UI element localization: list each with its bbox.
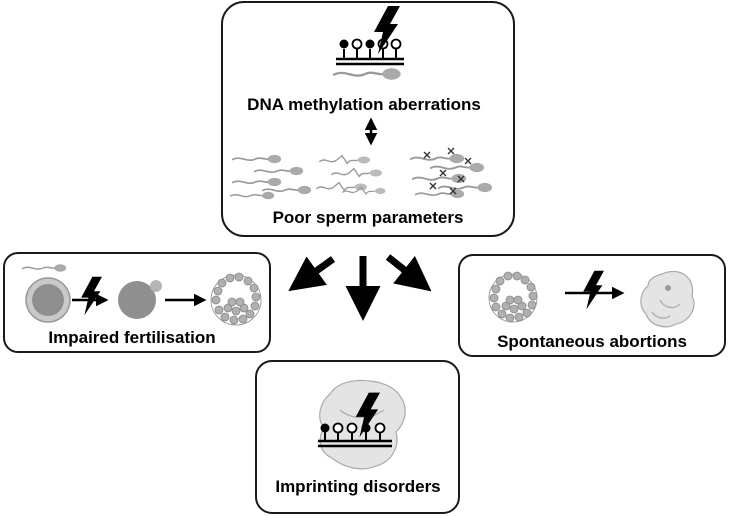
bottom-box-label: Imprinting disorders — [275, 477, 440, 496]
left-box: Impaired fertilisation — [3, 252, 271, 353]
top-box-frame — [221, 1, 515, 237]
outcome-arrows — [288, 254, 432, 321]
arrow-to-right — [385, 254, 432, 292]
zygote-icon — [118, 280, 162, 319]
top-box: DNA methylation aberrations — [221, 1, 515, 237]
top-box-title: DNA methylation aberrations — [247, 95, 481, 114]
top-box-subtitle: Poor sperm parameters — [273, 208, 464, 227]
blastocyst-icon — [210, 272, 262, 326]
sperm-group-damaged — [410, 147, 493, 200]
left-box-label: Impaired fertilisation — [48, 328, 215, 347]
oocyte-icon — [25, 277, 71, 323]
right-box-label: Spontaneous abortions — [497, 332, 687, 351]
right-box: Spontaneous abortions — [458, 254, 726, 357]
bottom-box: Imprinting disorders — [255, 360, 460, 514]
embryo-icon — [640, 270, 695, 328]
blastocyst-icon — [488, 271, 538, 323]
arrow-to-left — [288, 256, 336, 292]
